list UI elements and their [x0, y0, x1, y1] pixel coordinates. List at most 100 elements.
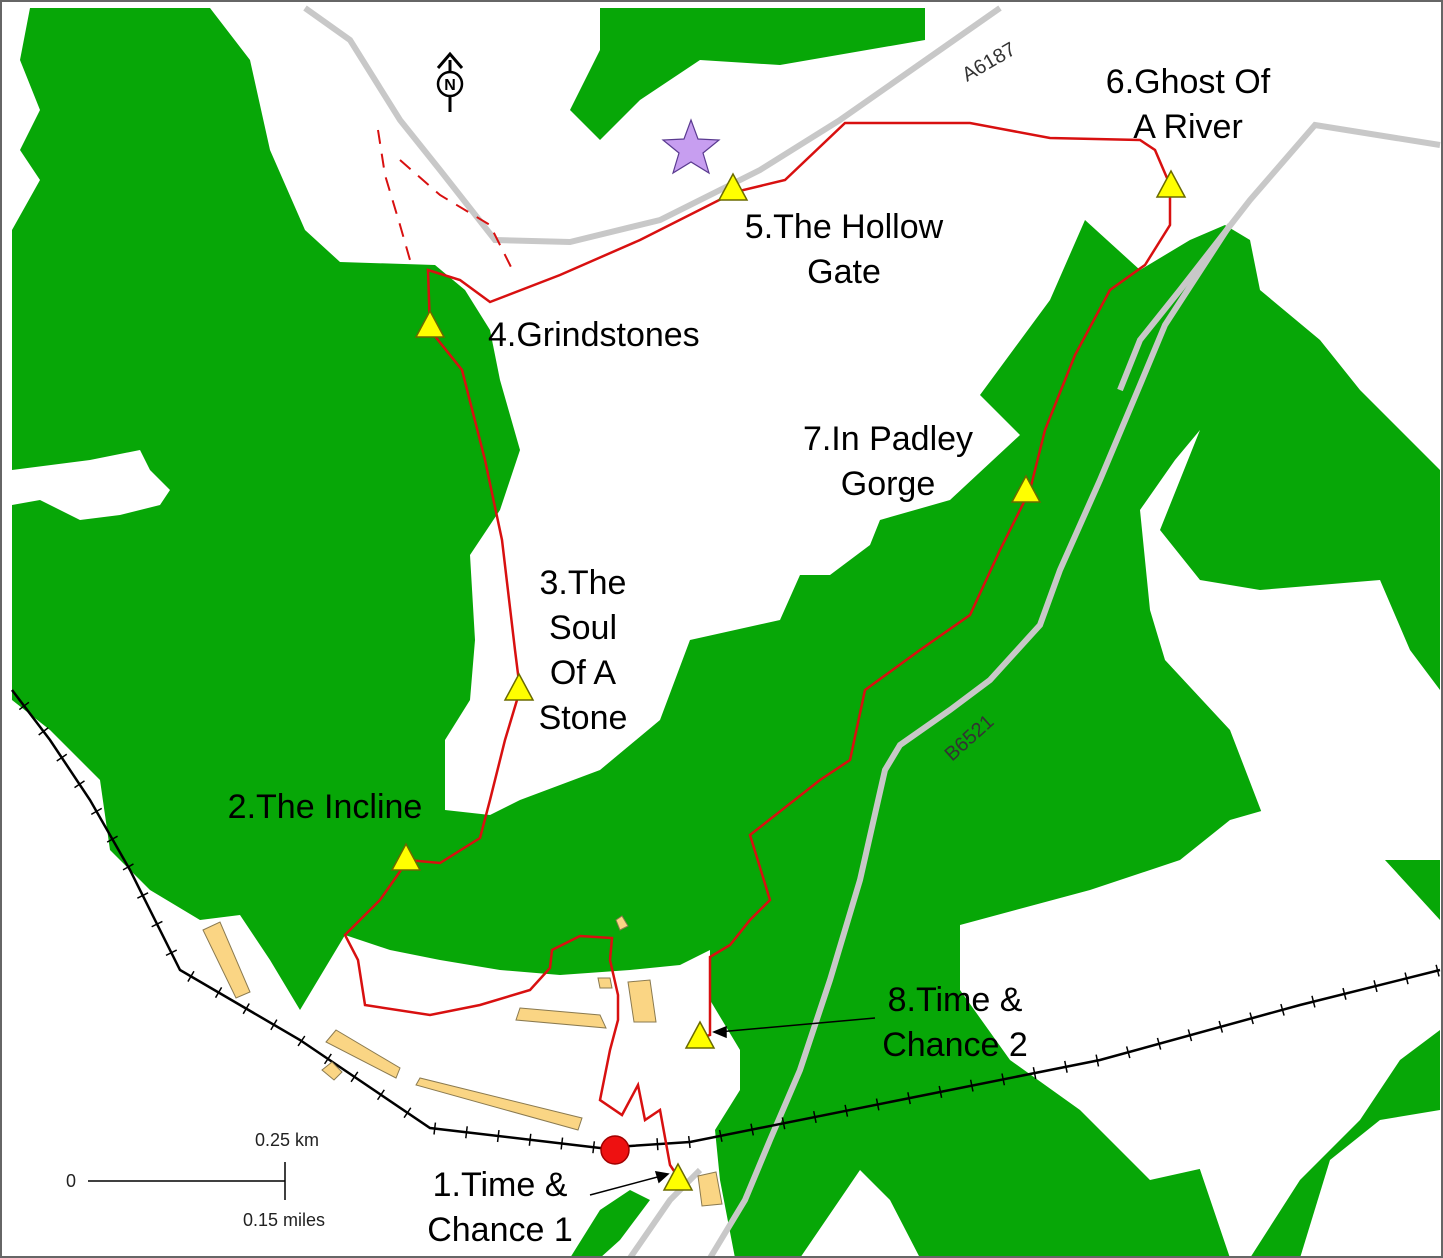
scale-km-label: 0.25 km: [255, 1130, 319, 1150]
waypoint-label-line: Gorge: [841, 465, 936, 503]
triangle-icon: [503, 672, 535, 701]
triangle-icon: [414, 309, 446, 338]
triangle-icon: [684, 1020, 716, 1049]
railway-tick: [1032, 1067, 1037, 1080]
railway-tick: [18, 701, 30, 711]
waypoint-label-1: 1.Time &Chance 1: [427, 1166, 573, 1249]
railway-tick: [592, 1141, 596, 1154]
woodland-sliver-south: [570, 1190, 650, 1258]
railway-tick: [907, 1092, 911, 1105]
waypoint-label-line: 3.The: [540, 564, 627, 602]
railway-tick: [1218, 1020, 1224, 1033]
road-upper-east: [1000, 8, 1250, 45]
road-layer: [303, 5, 1441, 1258]
scale-bar: 0 0.25 km 0.15 miles: [66, 1130, 325, 1230]
railway-tick: [496, 1129, 500, 1143]
railway-tick: [844, 1104, 849, 1117]
building: [627, 979, 657, 1023]
red-dot-icon: [600, 1135, 630, 1165]
railway-tick: [151, 920, 163, 928]
waypoint-label-line: 1.Time &: [433, 1166, 568, 1204]
north-arrow-icon: N: [436, 51, 464, 112]
waypoint-label-line: Soul: [549, 609, 617, 647]
triangle-icon: [1010, 474, 1042, 503]
building: [597, 977, 613, 989]
railway-tick: [1064, 1060, 1068, 1073]
railway-tick: [1187, 1029, 1193, 1042]
railway-tick: [1280, 1003, 1285, 1016]
woodland-layer: [12, 8, 1440, 1258]
railway-tick: [687, 1135, 691, 1149]
railway-tick: [323, 1053, 332, 1065]
label-pointers: [589, 1017, 876, 1196]
woodland-east-block: [960, 760, 1440, 1180]
road-a6187: [303, 5, 1002, 246]
waypoint-label-4: 4.Grindstones: [488, 316, 700, 354]
railway-tick: [938, 1085, 943, 1098]
building: [321, 1061, 343, 1081]
footpath-layer: [377, 129, 516, 276]
railway-tick: [165, 949, 178, 957]
railway-tick: [528, 1133, 532, 1146]
waypoint-label-line: 2.The Incline: [228, 788, 423, 826]
pointer-arrowhead: [712, 1025, 727, 1039]
railway-tick: [656, 1138, 659, 1151]
railway-tick: [875, 1098, 880, 1111]
railway-layer: [11, 689, 1441, 1154]
railway-tick: [1001, 1073, 1006, 1086]
waypoint-label-line: 6.Ghost Of: [1106, 63, 1271, 101]
railway-tick: [106, 835, 118, 843]
railway-tick: [270, 1019, 278, 1031]
railway-tick: [812, 1110, 817, 1124]
building: [202, 921, 251, 999]
railway-tick: [1156, 1037, 1162, 1050]
compass-label: N: [444, 77, 456, 94]
woodland-se-small: [1300, 1110, 1440, 1258]
railway-tick: [38, 727, 49, 736]
triangle-icon: [390, 842, 422, 871]
triangle-icon: [717, 172, 749, 201]
waypoint-label-line: A River: [1133, 108, 1243, 146]
railway-tick: [718, 1129, 723, 1142]
waypoint-label-6: 6.Ghost Of A River: [1106, 63, 1271, 146]
railway-tick: [1342, 987, 1347, 1000]
railway-tick: [56, 753, 68, 762]
waypoint-label-2: 2.The Incline: [228, 788, 423, 826]
woodland-north-strip: [570, 8, 925, 140]
building-layer: [202, 915, 723, 1207]
waypoint-label-line: 5.The Hollow: [745, 208, 944, 246]
waypoint-label-line: 8.Time &: [888, 981, 1023, 1019]
pointer-wp8: [717, 1017, 876, 1033]
railway-tick: [465, 1126, 468, 1139]
footpath-dashed: [399, 159, 516, 276]
railway-tick: [560, 1137, 564, 1150]
road-b6521: [707, 223, 1233, 1258]
building: [515, 1007, 607, 1029]
railway-ticks: [18, 701, 1440, 1154]
triangle-icon: [662, 1162, 694, 1191]
railway-tick: [1095, 1054, 1100, 1067]
railway-tick: [376, 1089, 385, 1101]
waypoint-label-line: Of A: [550, 654, 616, 692]
waypoint-label-line: Stone: [539, 699, 628, 737]
waypoint-label-line: 7.In Padley: [803, 420, 973, 458]
railway-tick: [750, 1123, 755, 1136]
building: [325, 1029, 401, 1079]
railway-tick: [1435, 964, 1440, 977]
waypoint-layer: [390, 169, 1187, 1191]
railway-tick: [969, 1079, 974, 1092]
railway-tick: [403, 1107, 412, 1119]
waypoint-label-line: 4.Grindstones: [488, 316, 700, 354]
railway-tick: [297, 1035, 306, 1047]
railway-tick: [137, 892, 149, 899]
triangle-icon: [1155, 169, 1187, 198]
footpath-dashed: [377, 129, 411, 261]
railway-tick: [1404, 972, 1409, 985]
railway-tick: [122, 863, 134, 871]
waypoint-label-8: 8.Time &Chance 2: [882, 981, 1028, 1064]
